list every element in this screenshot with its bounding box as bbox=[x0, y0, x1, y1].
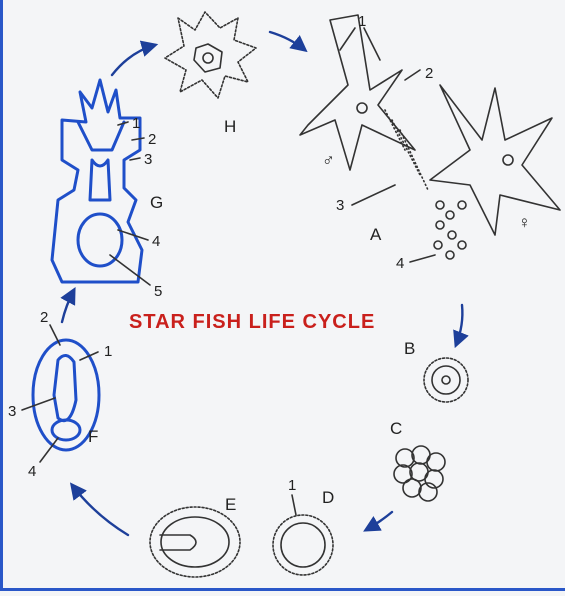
pointer-a3 bbox=[352, 185, 395, 205]
arrow-c-to-d bbox=[366, 512, 392, 530]
num-f3: 3 bbox=[8, 403, 16, 420]
num-f1: 1 bbox=[104, 343, 112, 360]
stage-e-gastrula bbox=[150, 507, 240, 577]
stage-h-larva bbox=[165, 12, 256, 98]
pointer-d1 bbox=[292, 495, 296, 515]
label-e: E bbox=[225, 495, 236, 514]
larva-f-gut bbox=[54, 355, 76, 420]
male-starfish-center bbox=[357, 103, 367, 113]
archenteron bbox=[160, 535, 196, 550]
num-a2: 2 bbox=[425, 65, 433, 82]
num-d1: 1 bbox=[288, 477, 296, 494]
num-g3: 3 bbox=[144, 151, 152, 168]
num-a4: 4 bbox=[396, 255, 404, 272]
pointer-g3 bbox=[130, 158, 140, 160]
stage-g-larva bbox=[52, 80, 150, 285]
female-symbol: ♀ bbox=[518, 213, 531, 232]
label-d: D bbox=[322, 488, 334, 507]
num-f2: 2 bbox=[40, 309, 48, 326]
num-f4: 4 bbox=[28, 463, 36, 480]
stage-d-blastula bbox=[273, 495, 333, 575]
left-border bbox=[0, 0, 3, 591]
larva-g-outline bbox=[52, 80, 142, 282]
arrow-a-to-b bbox=[456, 305, 462, 345]
label-g: G bbox=[150, 193, 163, 212]
male-symbol: ♂ bbox=[322, 151, 335, 170]
gastrula-inner bbox=[161, 517, 229, 567]
num-g1: 1 bbox=[132, 115, 140, 132]
larva-g-esophagus bbox=[90, 160, 110, 200]
eggs-release bbox=[434, 201, 466, 259]
larva-f-stomach bbox=[52, 420, 80, 440]
arrow-h-to-a bbox=[270, 32, 305, 50]
pointer-a2 bbox=[405, 70, 420, 80]
label-f: F bbox=[88, 427, 98, 446]
female-starfish-center bbox=[503, 155, 513, 165]
egg-inner bbox=[432, 366, 460, 394]
num-g4: 4 bbox=[152, 233, 160, 250]
num-g5: 5 bbox=[154, 283, 162, 300]
arrow-f-to-g bbox=[62, 290, 74, 322]
larva-h-core bbox=[194, 44, 222, 72]
egg-outer bbox=[424, 358, 468, 402]
larva-h-center bbox=[203, 53, 213, 63]
blastula-cavity bbox=[281, 523, 325, 567]
label-b: B bbox=[404, 339, 415, 358]
stage-c-cleavage bbox=[394, 446, 445, 501]
pointer-g2 bbox=[132, 138, 144, 140]
stage-b-egg bbox=[424, 358, 468, 402]
pointer-a1-right bbox=[364, 28, 380, 60]
male-starfish bbox=[300, 15, 415, 170]
egg-nucleus bbox=[442, 376, 450, 384]
num-g2: 2 bbox=[148, 131, 156, 148]
pointer-a4 bbox=[410, 255, 435, 262]
pointer-f3 bbox=[22, 398, 55, 410]
larva-g-mouth bbox=[78, 122, 124, 150]
female-starfish bbox=[430, 85, 560, 235]
blastula-wall bbox=[273, 515, 333, 575]
arrow-g-to-h bbox=[112, 45, 155, 75]
pointer-a1-left bbox=[340, 28, 355, 50]
num-a1: 1 bbox=[358, 13, 366, 30]
num-a3: 3 bbox=[336, 197, 344, 214]
sperm-release bbox=[385, 110, 428, 190]
diagram-title: STAR FISH LIFE CYCLE bbox=[129, 311, 375, 333]
label-c: C bbox=[390, 419, 402, 438]
larva-h-outline bbox=[165, 12, 256, 98]
arrow-e-to-f bbox=[72, 485, 128, 535]
label-h: H bbox=[224, 117, 236, 136]
label-a: A bbox=[370, 225, 382, 244]
